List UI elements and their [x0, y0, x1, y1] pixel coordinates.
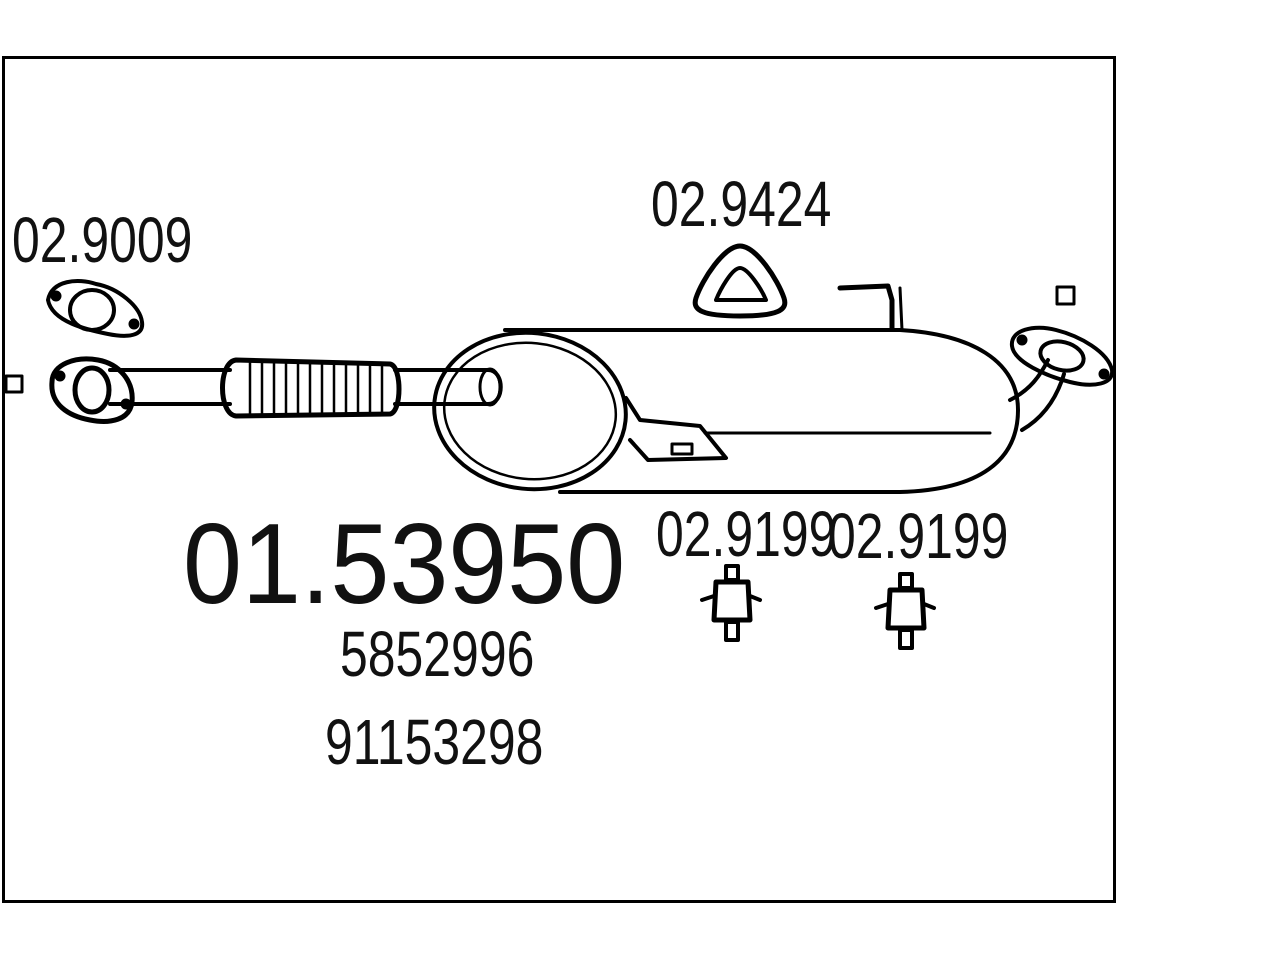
rubber-mount-part-number: 02.9199: [828, 500, 1009, 572]
silencer-body: [432, 283, 1020, 494]
inlet-flange-icon: [49, 356, 135, 424]
oe-number: 5852996: [340, 618, 535, 690]
diagram-frame: [2, 56, 1116, 903]
front-pipe: [108, 367, 503, 407]
rubber-mount-icon: [874, 572, 936, 650]
gasket-icon: [46, 279, 145, 338]
rubber-ring-icon: [692, 243, 788, 319]
oe-number: 91153298: [325, 706, 544, 778]
rubber-mount-part-number: 02.9199: [656, 498, 837, 570]
rubber-mount-icon: [700, 564, 762, 642]
main-part-number: 01.53950: [183, 501, 626, 628]
outlet-flange-icon: [1008, 325, 1115, 432]
gasket-part-number: 02.9009: [12, 204, 193, 276]
rubber-ring-part-number: 02.9424: [651, 168, 832, 240]
flex-pipe-icon: [220, 357, 402, 419]
left-marker-square: [4, 374, 24, 394]
right-marker-square: [1055, 285, 1076, 306]
